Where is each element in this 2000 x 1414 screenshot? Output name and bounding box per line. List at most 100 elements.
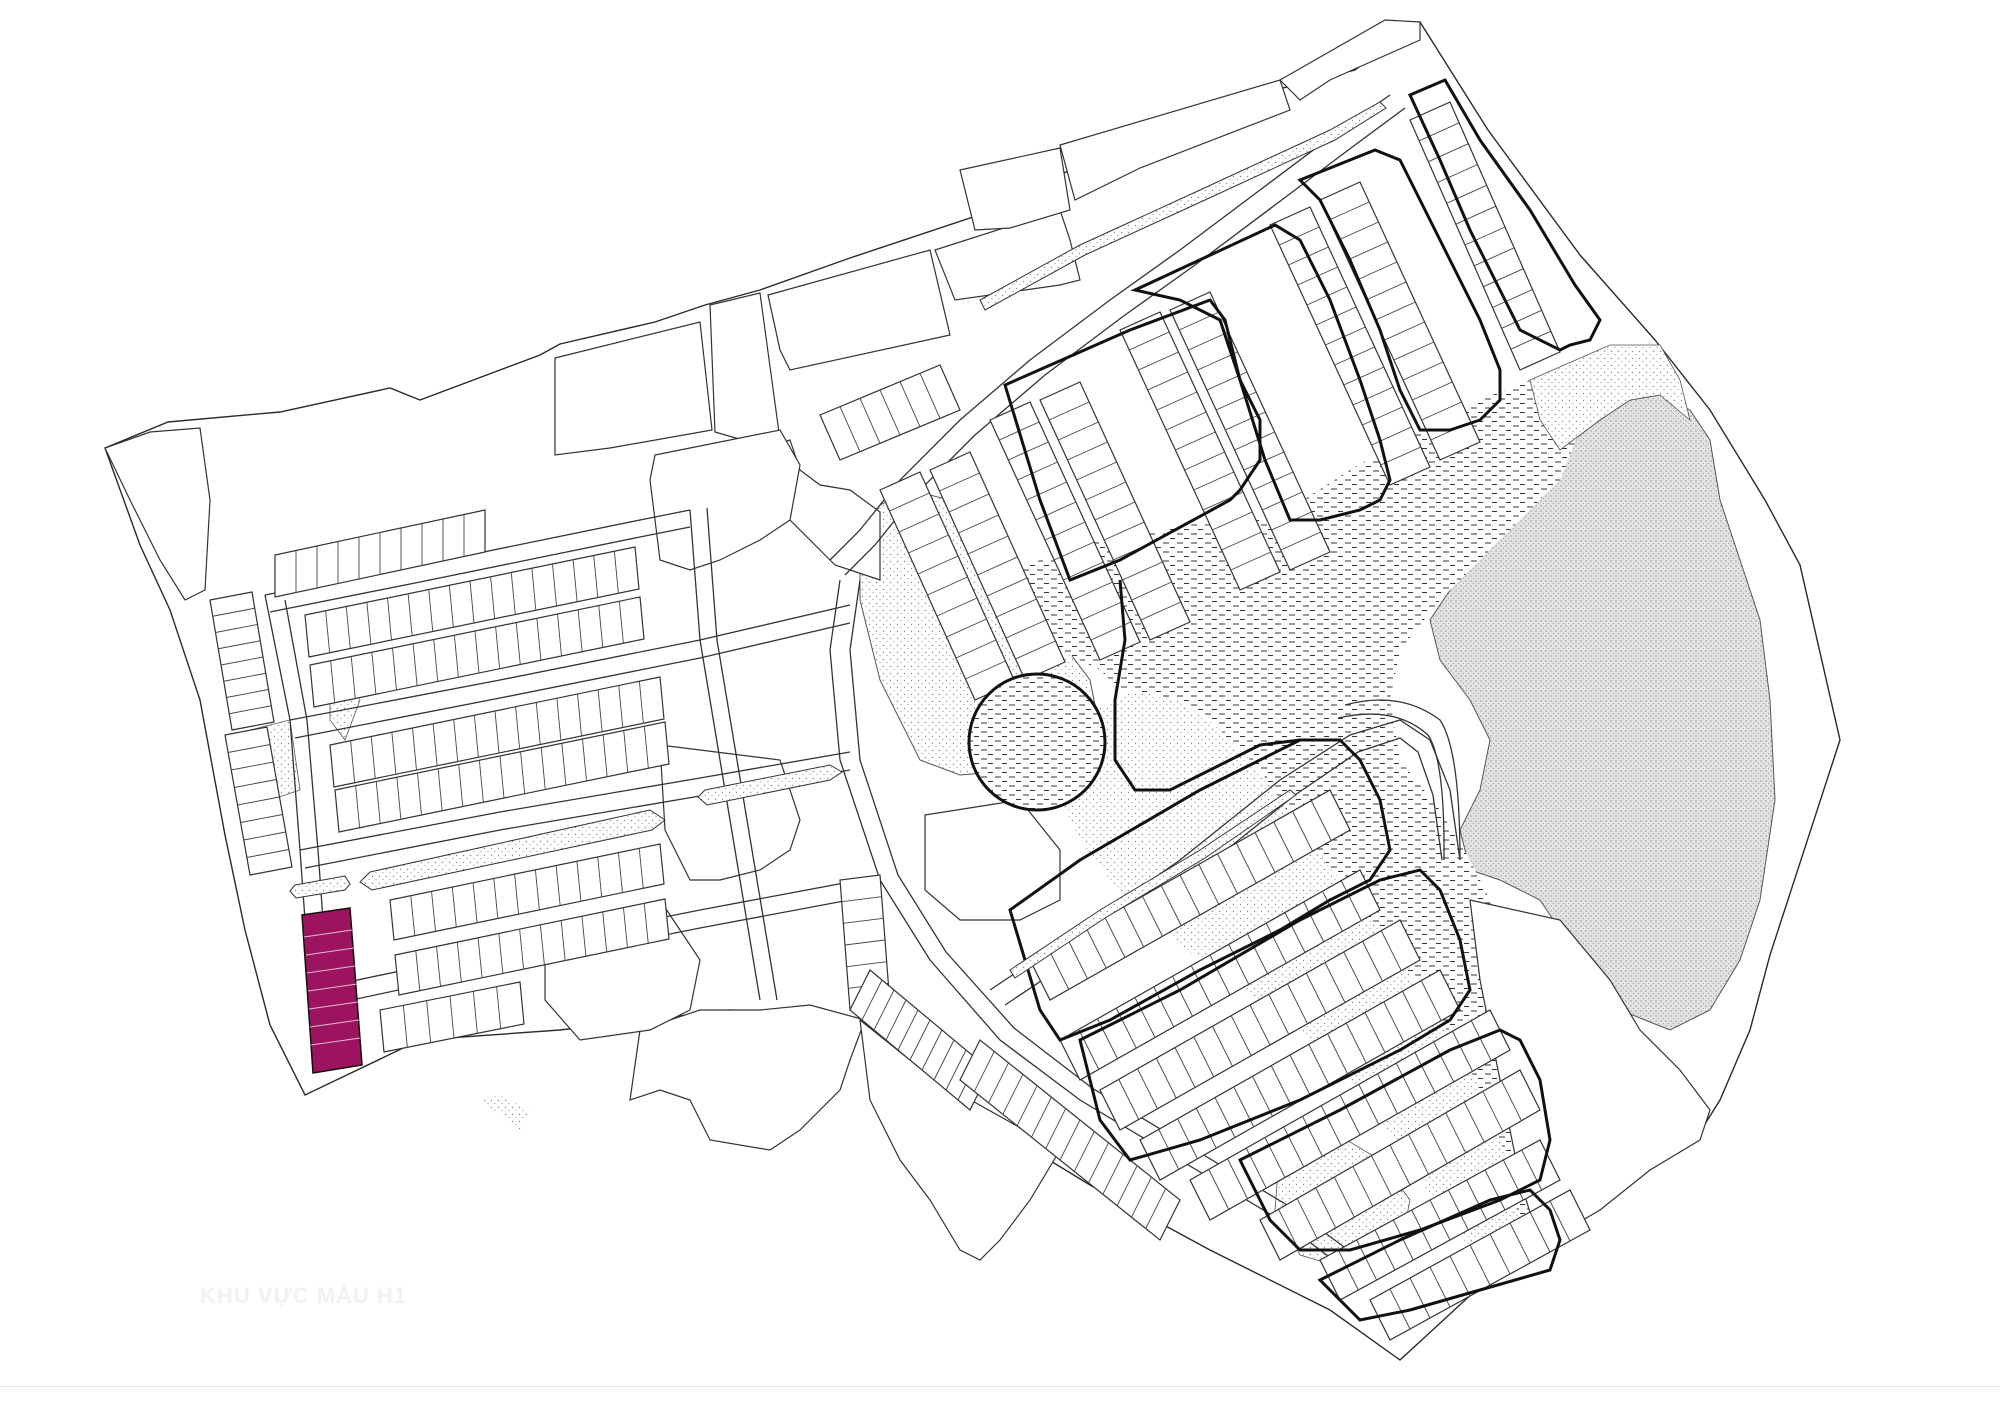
lot-divider — [1235, 842, 1257, 884]
lot-divider — [431, 891, 436, 932]
lot-divider — [1015, 640, 1056, 660]
lot-divider — [534, 869, 540, 910]
plot-strip — [1119, 311, 1281, 591]
lot-divider — [1215, 391, 1257, 411]
lot-divider — [1420, 980, 1442, 1021]
lot-divider — [1509, 1222, 1531, 1264]
lot-divider — [478, 760, 484, 803]
lot-divider — [623, 907, 628, 948]
highlighted-lot-group — [301, 907, 363, 1074]
lot-divider — [1463, 1101, 1485, 1143]
lot-divider — [1308, 1044, 1330, 1085]
lot-divider — [1362, 941, 1383, 982]
lot-divider — [1310, 800, 1332, 841]
lot-divider — [1097, 1018, 1118, 1059]
lot-divider — [846, 961, 887, 968]
lot-divider — [1094, 501, 1136, 521]
lot-divider — [1078, 1029, 1100, 1070]
lot-divider — [453, 719, 459, 762]
lot-divider — [1252, 1076, 1273, 1117]
lot-divider — [1384, 321, 1425, 341]
lot-divider — [638, 848, 644, 889]
lot-divider — [229, 705, 272, 715]
lot-divider — [456, 942, 462, 983]
lot-divider — [1195, 1107, 1217, 1149]
lot-divider — [1484, 1169, 1506, 1211]
lot-divider — [366, 602, 372, 645]
lot-divider — [1358, 1084, 1380, 1125]
lot-divider — [1138, 351, 1179, 371]
lot-divider — [1118, 1079, 1140, 1120]
lot-divider — [1031, 1096, 1052, 1138]
lot-divider — [391, 732, 397, 775]
lot-divider — [1473, 247, 1515, 267]
lot-divider — [1102, 1154, 1124, 1195]
lot-divider — [1035, 501, 1077, 521]
lot-divider — [593, 555, 599, 598]
lot-divider — [412, 643, 418, 686]
lot-divider — [643, 726, 649, 769]
lot-divider — [469, 580, 475, 624]
lot-divider — [1076, 461, 1117, 481]
lot-divider — [1081, 601, 1122, 621]
lot-divider — [437, 768, 443, 811]
lot-divider — [1377, 1073, 1398, 1114]
lot-divider — [472, 882, 478, 923]
lot-divider — [1002, 1074, 1024, 1115]
lot-divider — [473, 715, 479, 758]
lot-divider — [1365, 281, 1407, 301]
lot-divider — [1429, 1199, 1451, 1241]
lot-divider — [1364, 1012, 1386, 1053]
lot-divider — [1212, 1026, 1233, 1067]
lot-divider — [1352, 386, 1394, 406]
lot-divider — [1371, 1155, 1392, 1196]
lot-divider — [1337, 1249, 1359, 1291]
lot-divider — [919, 373, 941, 419]
lot-divider — [1214, 1097, 1236, 1138]
lot-divider — [1103, 521, 1145, 541]
lot-divider — [1292, 811, 1313, 852]
lot-divider — [1073, 1131, 1095, 1172]
lot-divider — [432, 723, 438, 766]
lot-divider — [1482, 1091, 1504, 1132]
lot-divider — [1016, 1085, 1038, 1126]
lot-divider — [387, 597, 392, 641]
lot-divider — [613, 551, 619, 594]
lot-divider — [1492, 289, 1533, 308]
lot-divider — [1104, 917, 1126, 958]
lot-divider — [1302, 1116, 1323, 1157]
lot-divider — [226, 689, 269, 698]
lot-divider — [1217, 853, 1238, 894]
lot-divider — [1155, 1057, 1177, 1099]
lot-divider — [433, 639, 439, 682]
lot-divider — [1268, 994, 1290, 1035]
lot-divider — [1230, 1015, 1252, 1056]
lot-divider — [1280, 531, 1321, 551]
lot-divider — [1188, 331, 1229, 351]
lot-divider — [1343, 951, 1365, 993]
lot-divider — [1283, 1126, 1305, 1168]
lot-divider — [458, 764, 464, 807]
lot-divider — [1374, 1229, 1396, 1271]
lot-divider — [1116, 1165, 1138, 1206]
lot-divider — [996, 598, 1037, 618]
roundabout — [967, 579, 1461, 861]
lot-divider — [1334, 346, 1375, 366]
lot-divider — [1227, 1158, 1248, 1199]
lot-divider — [1447, 1189, 1469, 1231]
lot-divider — [965, 660, 1006, 680]
lot-divider — [350, 740, 356, 783]
lot-divider — [1160, 885, 1182, 926]
lot-divider — [1412, 381, 1453, 401]
lot-divider — [597, 856, 603, 897]
lot-divider — [1067, 441, 1108, 461]
lot-divider — [1005, 619, 1047, 639]
lot-divider — [392, 647, 397, 691]
lot-divider — [1048, 401, 1090, 421]
lot-divider — [1464, 226, 1506, 246]
lot-divider — [602, 734, 608, 777]
lot-divider — [495, 626, 501, 669]
lot-divider — [1327, 1033, 1348, 1074]
lot-divider — [843, 917, 884, 924]
lot-divider — [1449, 1255, 1471, 1297]
